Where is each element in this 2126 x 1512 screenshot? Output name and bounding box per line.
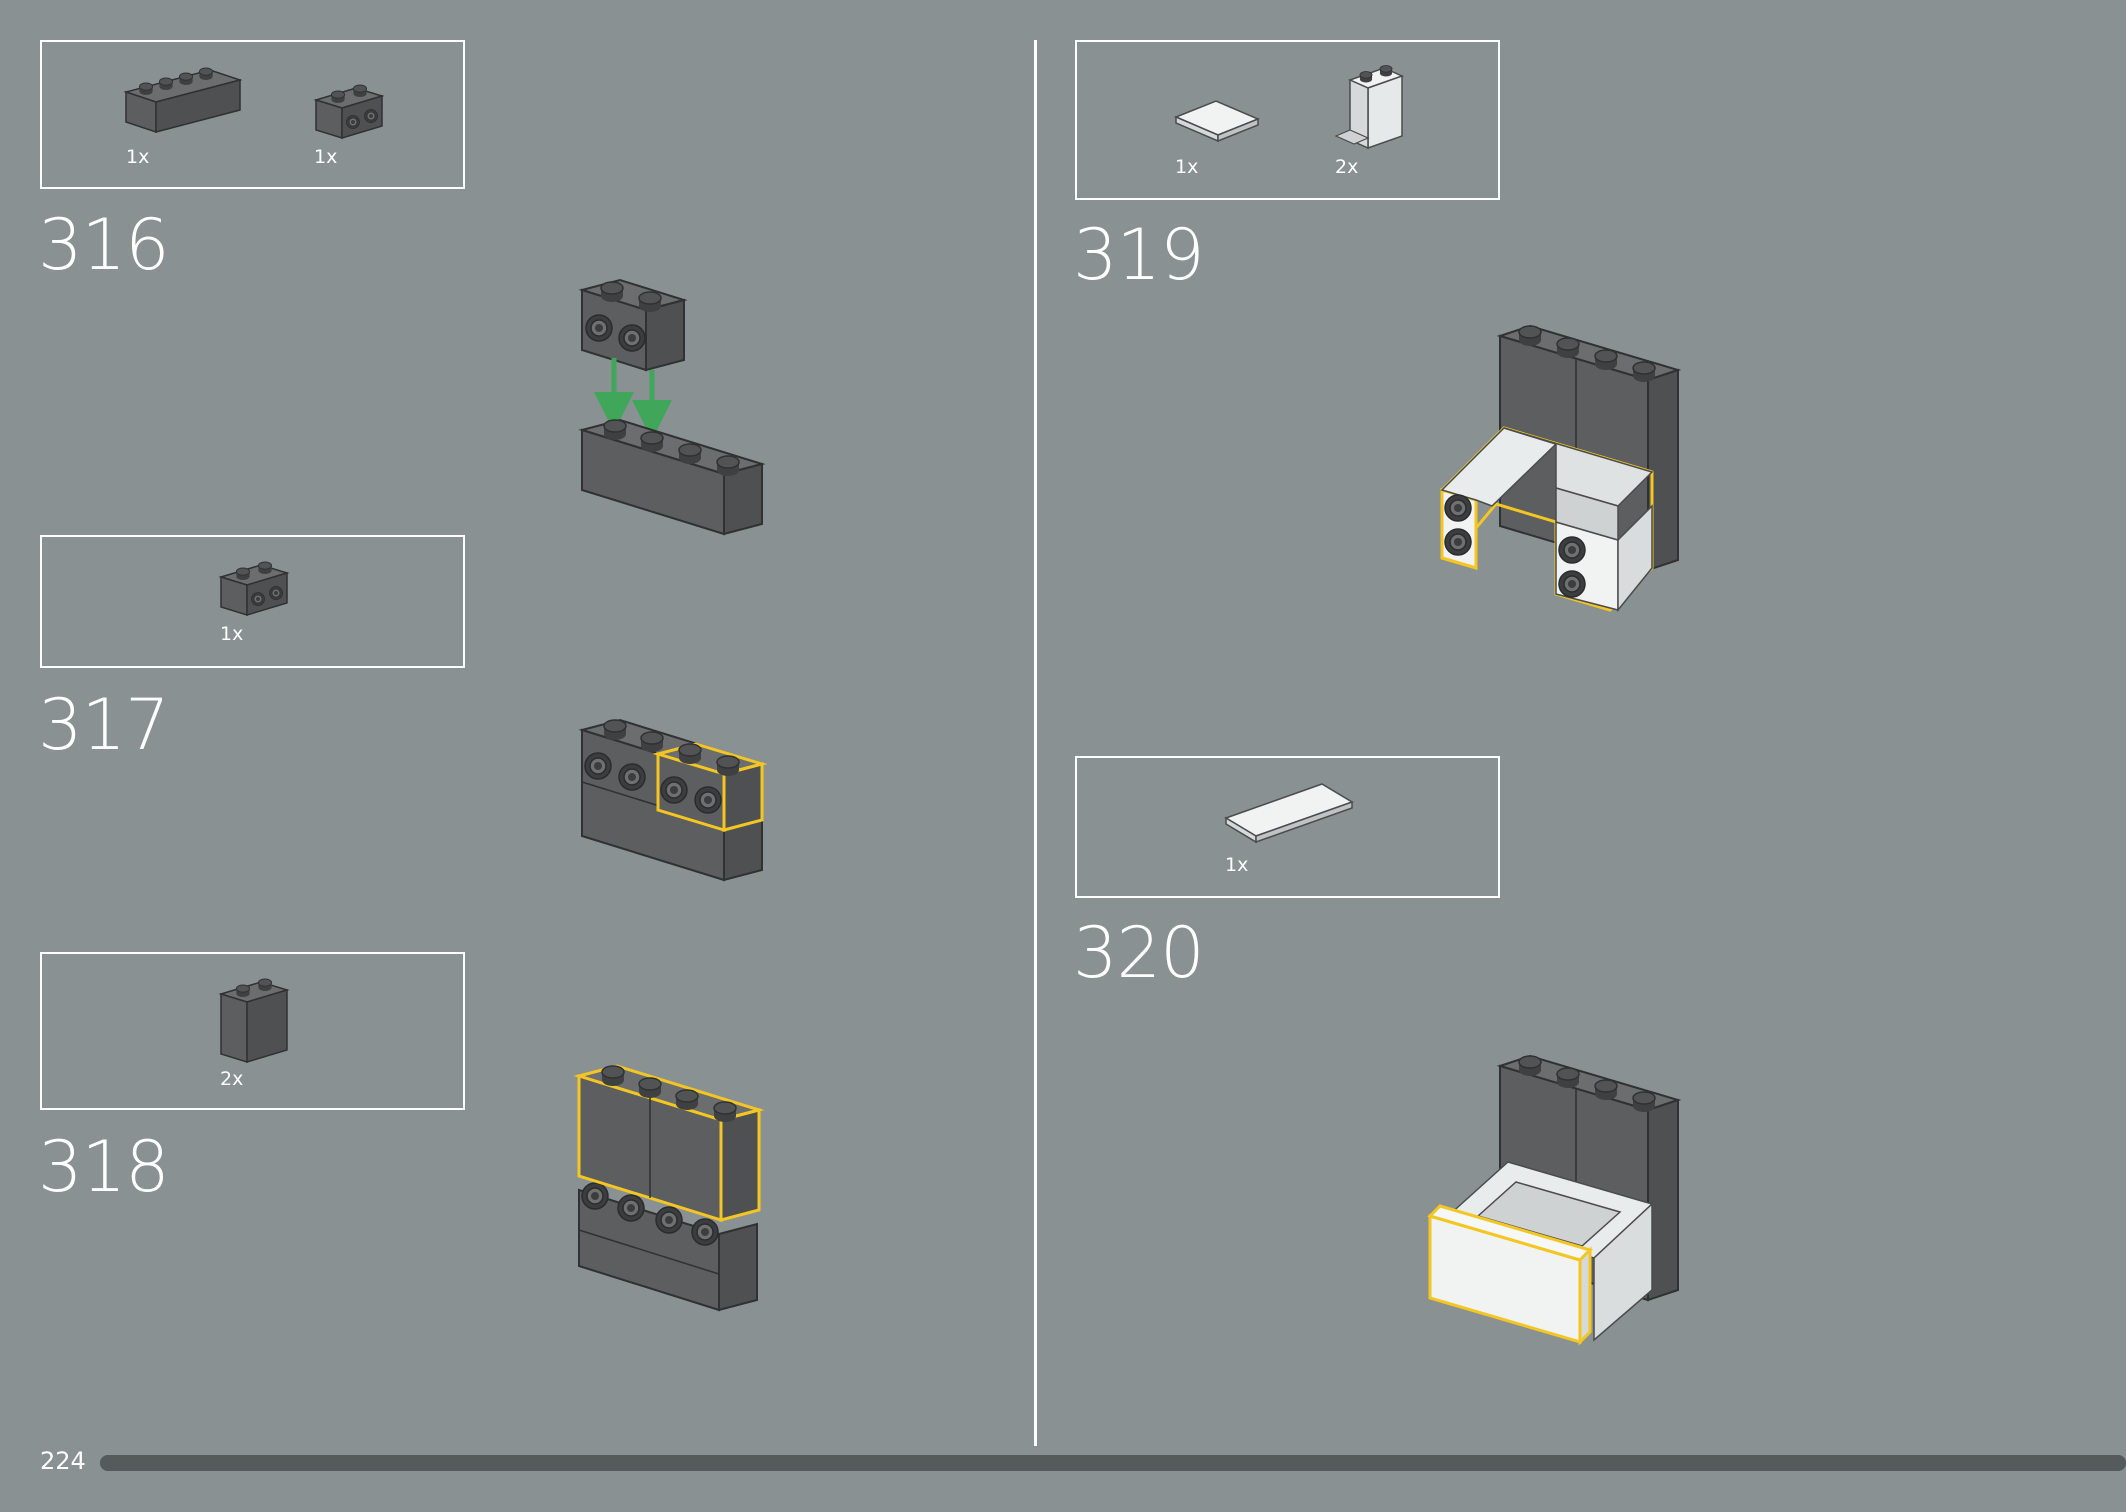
assembly-316-illustration <box>578 278 766 536</box>
step-number-317: 317 <box>38 684 170 766</box>
part-panel-1x2x2-white-icon <box>1334 65 1405 150</box>
parts-callout-316: 1x 1x <box>40 40 465 189</box>
part-brick-1x2-side-studs-icon <box>313 84 385 140</box>
part-tile-2x2-white-icon <box>1174 100 1260 143</box>
part-qty: 1x <box>314 146 338 168</box>
parts-callout-320: 1x <box>1075 756 1500 898</box>
parts-callout-319: 1x 2x <box>1075 40 1500 200</box>
progress-bar <box>100 1455 2126 1471</box>
progress-bar-fill <box>100 1455 2126 1471</box>
part-qty: 1x <box>126 146 150 168</box>
step-number-316: 316 <box>38 204 170 286</box>
part-qty: 2x <box>220 1068 244 1090</box>
step-number-319: 319 <box>1073 214 1205 296</box>
step-number-318: 318 <box>38 1126 170 1208</box>
page-number: 224 <box>40 1447 86 1475</box>
assembly-317-illustration <box>578 718 768 882</box>
part-brick-1x2x2-icon <box>218 978 290 1064</box>
step-number-320: 320 <box>1073 912 1205 994</box>
part-qty: 2x <box>1335 156 1359 178</box>
parts-callout-317: 1x <box>40 535 465 668</box>
assembly-319-illustration <box>1440 324 1682 613</box>
part-brick-1x2-side-studs-icon <box>218 561 290 617</box>
page-divider <box>1034 40 1037 1446</box>
assembly-318-illustration <box>573 1064 765 1312</box>
part-brick-1x4-icon <box>123 67 242 134</box>
part-qty: 1x <box>1175 156 1199 178</box>
assembly-320-illustration <box>1427 1054 1682 1346</box>
part-qty: 1x <box>220 623 244 645</box>
part-tile-2x4-white-icon <box>1224 783 1354 844</box>
parts-callout-318: 2x <box>40 952 465 1110</box>
part-qty: 1x <box>1225 854 1249 876</box>
